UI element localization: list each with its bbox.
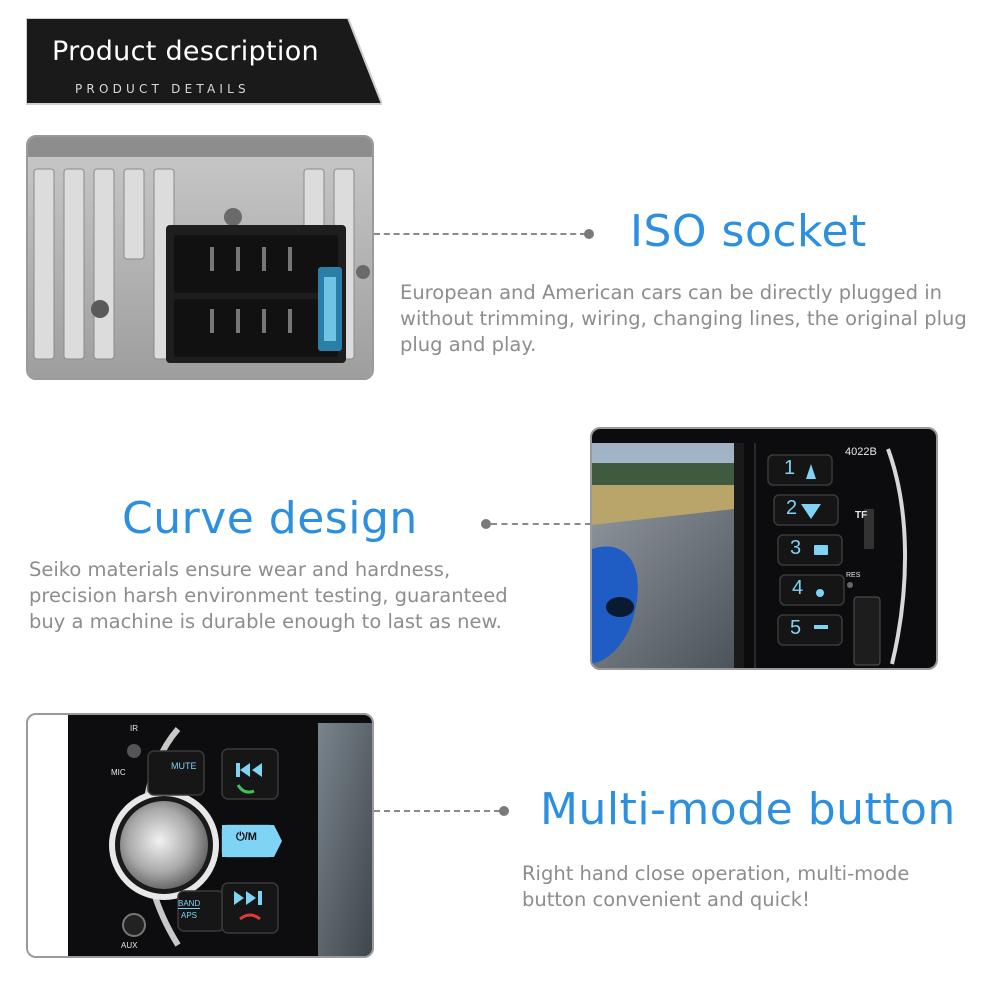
- preset-button-2: 2: [786, 497, 798, 519]
- iso-socket-line: European and American cars can be direct…: [400, 281, 942, 304]
- iso-socket-line: without trimming, wiring, changing lines…: [400, 307, 967, 330]
- curve-design-dot: [481, 519, 491, 529]
- curve-design-line: precision harsh environment testing, gua…: [29, 584, 508, 607]
- page-subtitle: PRODUCT DETAILS: [75, 82, 250, 96]
- iso-socket-photo: [26, 135, 374, 380]
- multi-mode-leader: [374, 810, 500, 812]
- res-label: RES: [846, 572, 861, 579]
- band-button-label: BAND: [178, 899, 201, 909]
- preset-button-4: 4: [792, 577, 804, 599]
- multi-mode-line: button convenient and quick!: [522, 888, 810, 911]
- curve-design-photo: [590, 427, 938, 670]
- aps-button-label: APS: [181, 911, 198, 920]
- multi-mode-title: Multi-mode button: [540, 784, 956, 835]
- iso-socket-description: European and American cars can be direct…: [400, 280, 967, 358]
- iso-socket-line: plug and play.: [400, 333, 537, 356]
- multi-mode-dot: [499, 806, 509, 816]
- multi-mode-description: Right hand close operation, multi-mode b…: [522, 861, 909, 913]
- header-banner: [26, 18, 382, 108]
- curve-design-leader: [491, 523, 591, 525]
- mute-button-label: MUTE: [171, 761, 197, 771]
- preset-button-1: 1: [784, 457, 796, 479]
- model-label: 4022B: [845, 446, 877, 458]
- iso-socket-leader: [374, 233, 586, 235]
- power-mode-button-label: ⏻/M: [236, 831, 257, 843]
- aux-label: AUX: [121, 941, 138, 950]
- ir-label: IR: [130, 724, 138, 733]
- preset-button-3: 3: [790, 537, 802, 559]
- curve-design-title: Curve design: [122, 493, 418, 544]
- tf-slot-label: TF: [855, 510, 868, 521]
- preset-button-5: 5: [790, 617, 802, 639]
- multi-mode-line: Right hand close operation, multi-mode: [522, 862, 910, 885]
- page-title: Product description: [52, 36, 319, 67]
- iso-socket-dot: [584, 229, 594, 239]
- multi-mode-photo: [26, 713, 374, 958]
- mic-label: MIC: [111, 768, 126, 777]
- iso-socket-title: ISO socket: [630, 206, 867, 257]
- curve-design-line: buy a machine is durable enough to last …: [29, 610, 502, 633]
- curve-design-description: Seiko materials ensure wear and hardness…: [29, 557, 508, 635]
- curve-design-line: Seiko materials ensure wear and hardness…: [29, 558, 451, 581]
